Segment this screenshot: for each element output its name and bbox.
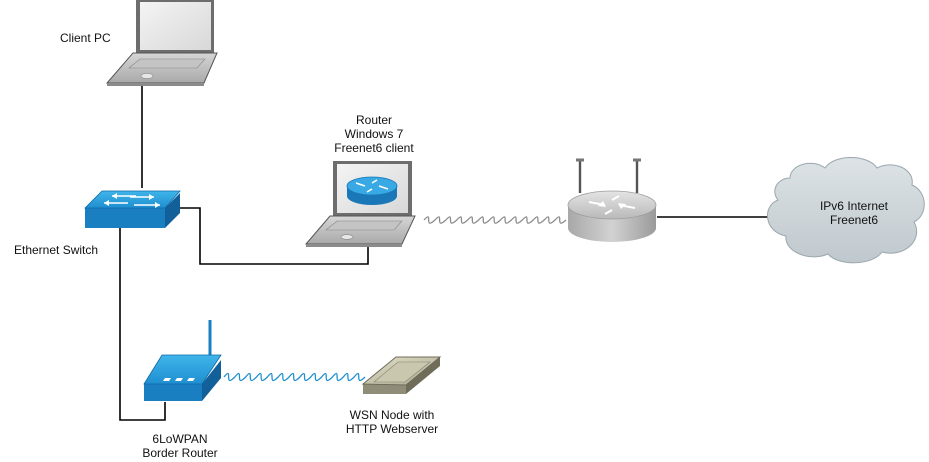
border-router-label: 6LoWPAN Border Router	[132, 432, 228, 460]
ipv6-internet-label: IPv6 Internet Freenet6	[806, 199, 902, 227]
connections	[119, 86, 772, 421]
wsn-node-label: WSN Node with HTTP Webserver	[340, 408, 444, 436]
wireless-link-router	[423, 216, 567, 224]
ipv6-internet-label-line-2: Freenet6	[829, 213, 879, 227]
wsn-node-label-line-1: WSN Node with	[349, 408, 435, 422]
router-pc-label: Router Windows 7 Freenet6 client	[322, 113, 426, 155]
edge-switch-to-border-router	[119, 228, 166, 421]
border-router-label-line-2: Border Router	[142, 446, 218, 460]
ipv6-internet-cloud-icon	[767, 157, 925, 264]
edge-switch-to-router-pc	[180, 207, 369, 265]
ipv6-internet-label-line-1: IPv6 Internet	[819, 199, 889, 213]
router-pc-laptop-icon	[304, 161, 416, 247]
wireless-router-icon	[567, 158, 657, 242]
client-pc-label: Client PC	[60, 31, 111, 45]
wsn-node-pda-icon	[361, 356, 442, 394]
router-pc-label-line-3: Freenet6 client	[334, 141, 414, 155]
border-router-6lowpan-icon	[143, 320, 222, 401]
router-pc-label-line-2: Windows 7	[344, 127, 404, 141]
router-pc-label-line-1: Router	[355, 113, 393, 127]
wsn-node-label-line-2: HTTP Webserver	[345, 422, 439, 436]
border-router-label-line-1: 6LoWPAN	[152, 432, 208, 446]
wireless-link-wsn	[223, 372, 366, 382]
ethernet-switch-label: Ethernet Switch	[14, 243, 99, 257]
client-pc-laptop-icon	[105, 0, 218, 86]
ethernet-switch-icon	[84, 190, 181, 228]
